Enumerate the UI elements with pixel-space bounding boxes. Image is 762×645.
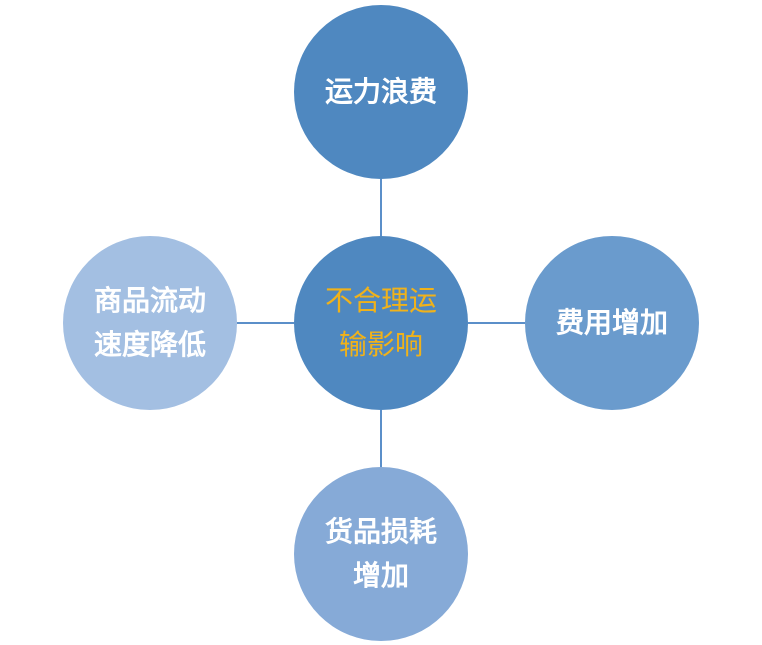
node-right-label: 费用增加 [555, 306, 668, 339]
node-top-capacity-waste: 运力浪费 [294, 5, 468, 179]
connector-bottom [380, 410, 382, 467]
node-left-label-line2: 速度降低 [93, 328, 206, 361]
connector-left [237, 322, 294, 324]
node-right-cost-increase: 费用增加 [525, 236, 699, 410]
node-center-unreasonable-transport: 不合理运 输影响 [294, 236, 468, 410]
node-center-label-line2: 输影响 [338, 328, 423, 361]
connector-top [380, 179, 382, 236]
node-left-slow-circulation: 商品流动 速度降低 [63, 236, 237, 410]
node-left-label-line1: 商品流动 [93, 284, 206, 317]
connector-right [468, 322, 525, 324]
node-center-label-line1: 不合理运 [324, 284, 437, 317]
node-top-label: 运力浪费 [324, 75, 437, 108]
node-bottom-label-line2: 增加 [352, 559, 409, 592]
node-bottom-goods-loss: 货品损耗 增加 [294, 467, 468, 641]
node-bottom-label-line1: 货品损耗 [324, 515, 437, 548]
